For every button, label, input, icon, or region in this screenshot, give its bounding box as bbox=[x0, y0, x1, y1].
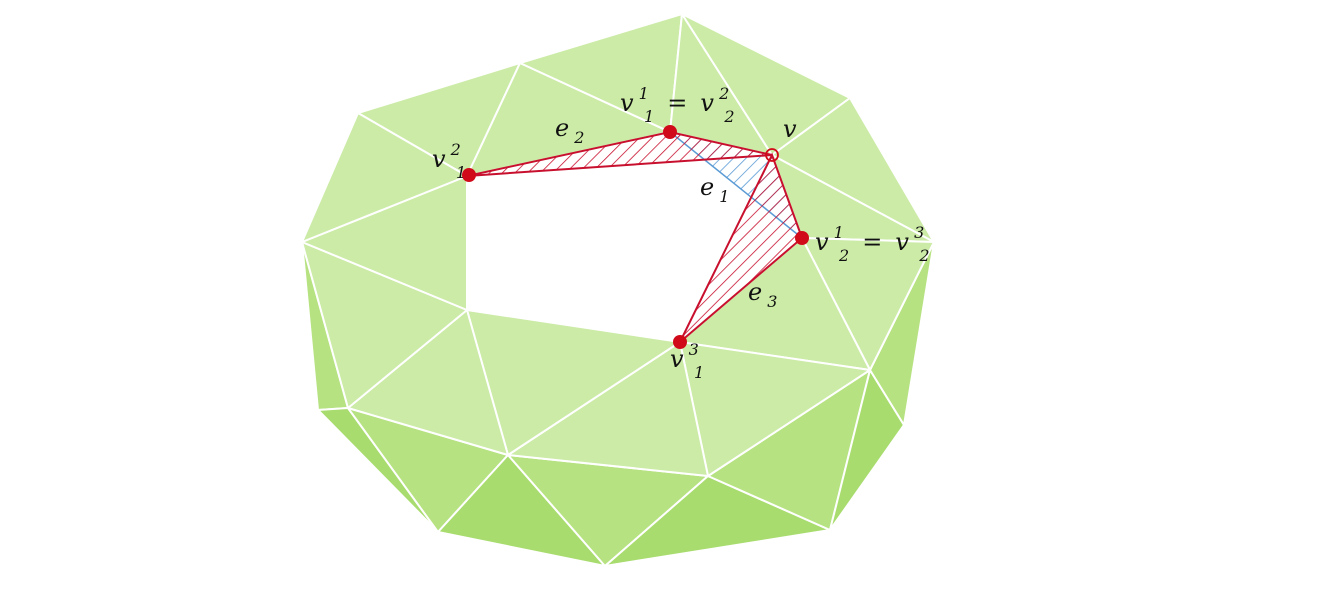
vertex-v1-2 bbox=[462, 168, 476, 182]
label-v21-eq-v23: v 1 2 = v 3 2 bbox=[815, 223, 930, 265]
red-hatched-triangle-e3 bbox=[679, 152, 804, 343]
red-hatched-triangle-e2 bbox=[466, 130, 773, 177]
vertex-v21-v23 bbox=[795, 231, 809, 245]
label-v: v bbox=[783, 115, 797, 143]
labels: v v 2 1 v 1 1 = v 2 2 v 1 2 = v 3 2 bbox=[432, 84, 930, 382]
label-v11-eq-v22: v 1 1 = v 2 2 bbox=[620, 84, 735, 126]
label-e1: e 1 bbox=[700, 173, 729, 206]
mesh-side-faces bbox=[301, 241, 935, 567]
top-face bbox=[301, 112, 468, 243]
label-e2: e 2 bbox=[555, 114, 584, 147]
label-v1-2: v 2 1 bbox=[432, 140, 466, 182]
center-vertex-icon bbox=[765, 148, 779, 162]
mesh-top-faces bbox=[301, 13, 935, 477]
label-e3: e 3 bbox=[748, 278, 777, 311]
vertex-v11-v22 bbox=[663, 125, 677, 139]
vertex-v1-3 bbox=[673, 335, 687, 349]
label-v1-3: v 3 1 bbox=[670, 340, 704, 382]
